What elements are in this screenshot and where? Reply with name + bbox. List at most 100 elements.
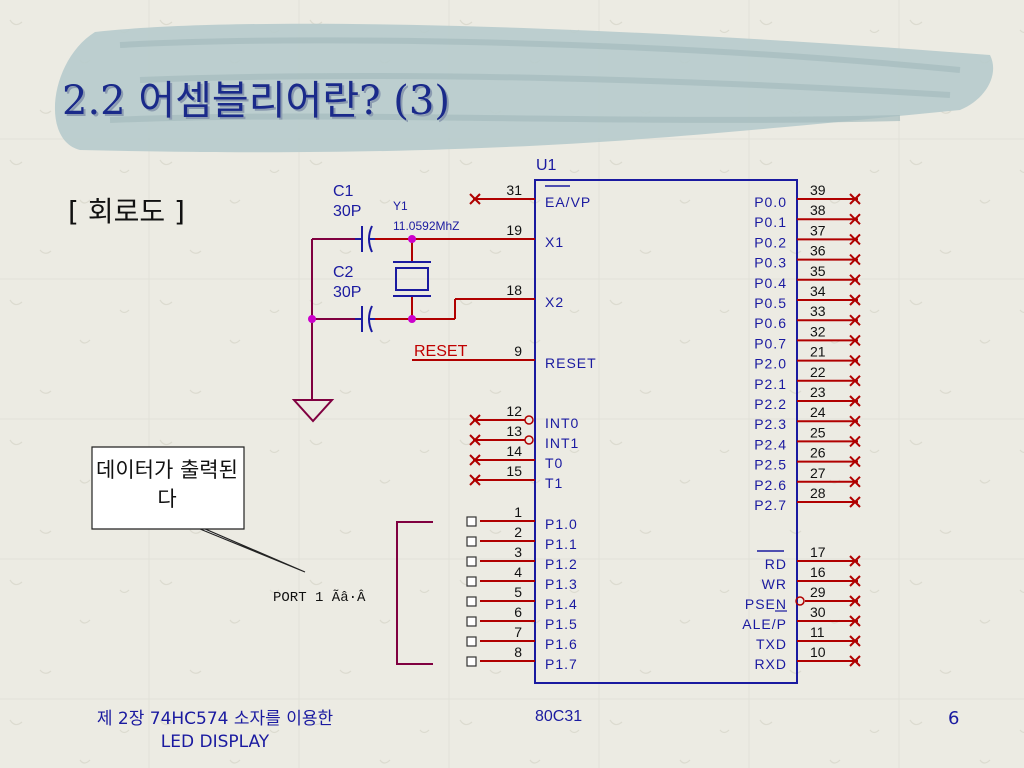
pin-number: 37 — [810, 222, 826, 238]
pin-number: 17 — [810, 544, 826, 560]
crystal-y1 — [393, 261, 431, 297]
no-connect-x — [849, 575, 861, 587]
no-connect-x — [469, 474, 481, 486]
pin-number: 29 — [810, 584, 826, 600]
pin-name: P1.6 — [545, 636, 578, 652]
pin-name: P2.6 — [754, 477, 787, 493]
slide-subtitle: [ 회로도 ] — [68, 195, 185, 228]
pin-number: 26 — [810, 445, 826, 461]
crystal-value-label: 11.0592MhZ — [393, 219, 460, 233]
no-connect-x — [849, 476, 861, 488]
capacitor-c2 — [355, 305, 375, 333]
pin-name: EA/VP — [545, 194, 591, 210]
pin-number: 25 — [810, 424, 826, 440]
pin-number: 16 — [810, 564, 826, 580]
pin-number: 1 — [514, 504, 522, 520]
pin-name: P2.7 — [754, 497, 787, 513]
port1-label: PORT 1 Ãâ·Â — [273, 588, 366, 606]
no-connect-x — [469, 414, 481, 426]
pin-left-4: 4P1.3 — [466, 564, 577, 592]
junction-dot — [408, 315, 416, 323]
page-number: 6 — [948, 708, 960, 729]
no-connect-x — [849, 253, 861, 266]
pin-number: 11 — [810, 624, 825, 640]
no-connect-x — [469, 434, 481, 446]
no-connect-x — [849, 294, 861, 306]
pin-number: 8 — [514, 644, 522, 660]
pin-number: 19 — [506, 222, 522, 238]
reset-net-label: RESET — [414, 343, 468, 360]
pin-left-7: 7P1.6 — [466, 624, 578, 652]
pin-name: P0.3 — [754, 255, 787, 271]
pin-name: PSEN — [745, 596, 787, 612]
no-connect-x — [849, 635, 861, 647]
pin-number: 10 — [810, 644, 826, 660]
pin-number: 4 — [514, 564, 522, 580]
crystal-ref-label: Y1 — [393, 199, 408, 213]
pin-number: 6 — [514, 604, 522, 620]
pin-name: ALE/P — [742, 616, 787, 632]
pin-name: P0.4 — [754, 275, 787, 291]
pin-name: P2.1 — [754, 376, 787, 392]
pin-number: 14 — [506, 443, 522, 459]
pin-number: 32 — [810, 323, 826, 339]
junction-dot — [408, 235, 416, 243]
pin-number: 13 — [506, 423, 522, 439]
footer-chapter-line: 제 2장 74HC574 소자를 이용한 — [96, 709, 334, 729]
pin-left-5: 5P1.4 — [466, 584, 577, 612]
footer-chapter: 제 2장 74HC574 소자를 이용한 LED DISPLAY — [60, 708, 370, 754]
chip-part: 80C31 — [535, 708, 582, 725]
no-connect-x — [849, 496, 861, 508]
junction-dot — [308, 315, 316, 323]
pin-name: P2.4 — [754, 436, 787, 452]
pin-name: X2 — [545, 294, 564, 310]
pin-name: T1 — [545, 475, 563, 491]
pin-name: P2.3 — [754, 416, 787, 432]
pin-name: P0.7 — [754, 335, 787, 351]
port1-bracket — [396, 521, 433, 665]
callout-text: 데이터가 출력된다 — [96, 458, 238, 511]
pin-name: P1.2 — [545, 556, 578, 572]
pin-number: 35 — [810, 263, 826, 279]
pin-number: 34 — [810, 283, 826, 299]
pin-name: P2.2 — [754, 396, 787, 412]
no-connect-x — [849, 314, 861, 326]
pin-name: T0 — [545, 455, 563, 471]
pin-left-1: 1P1.0 — [466, 504, 578, 532]
pin-name: P1.0 — [545, 516, 578, 532]
no-connect-x — [849, 655, 861, 667]
pin-name: P1.1 — [545, 536, 578, 552]
pin-number: 23 — [810, 384, 826, 400]
no-connect-x — [849, 395, 861, 407]
pin-number: 24 — [810, 404, 826, 420]
pin-number: 33 — [810, 303, 826, 319]
pin-number: 2 — [514, 524, 522, 540]
slide-title: 2.2 어셈블리어란? (3) — [62, 78, 450, 124]
no-connect-x — [849, 354, 861, 367]
no-connect-x — [849, 435, 861, 448]
pin-name: INT0 — [545, 415, 579, 431]
c1-ref-label: C1 — [333, 183, 354, 200]
pin-number: 15 — [506, 463, 522, 479]
pin-name: RESET — [545, 355, 597, 371]
